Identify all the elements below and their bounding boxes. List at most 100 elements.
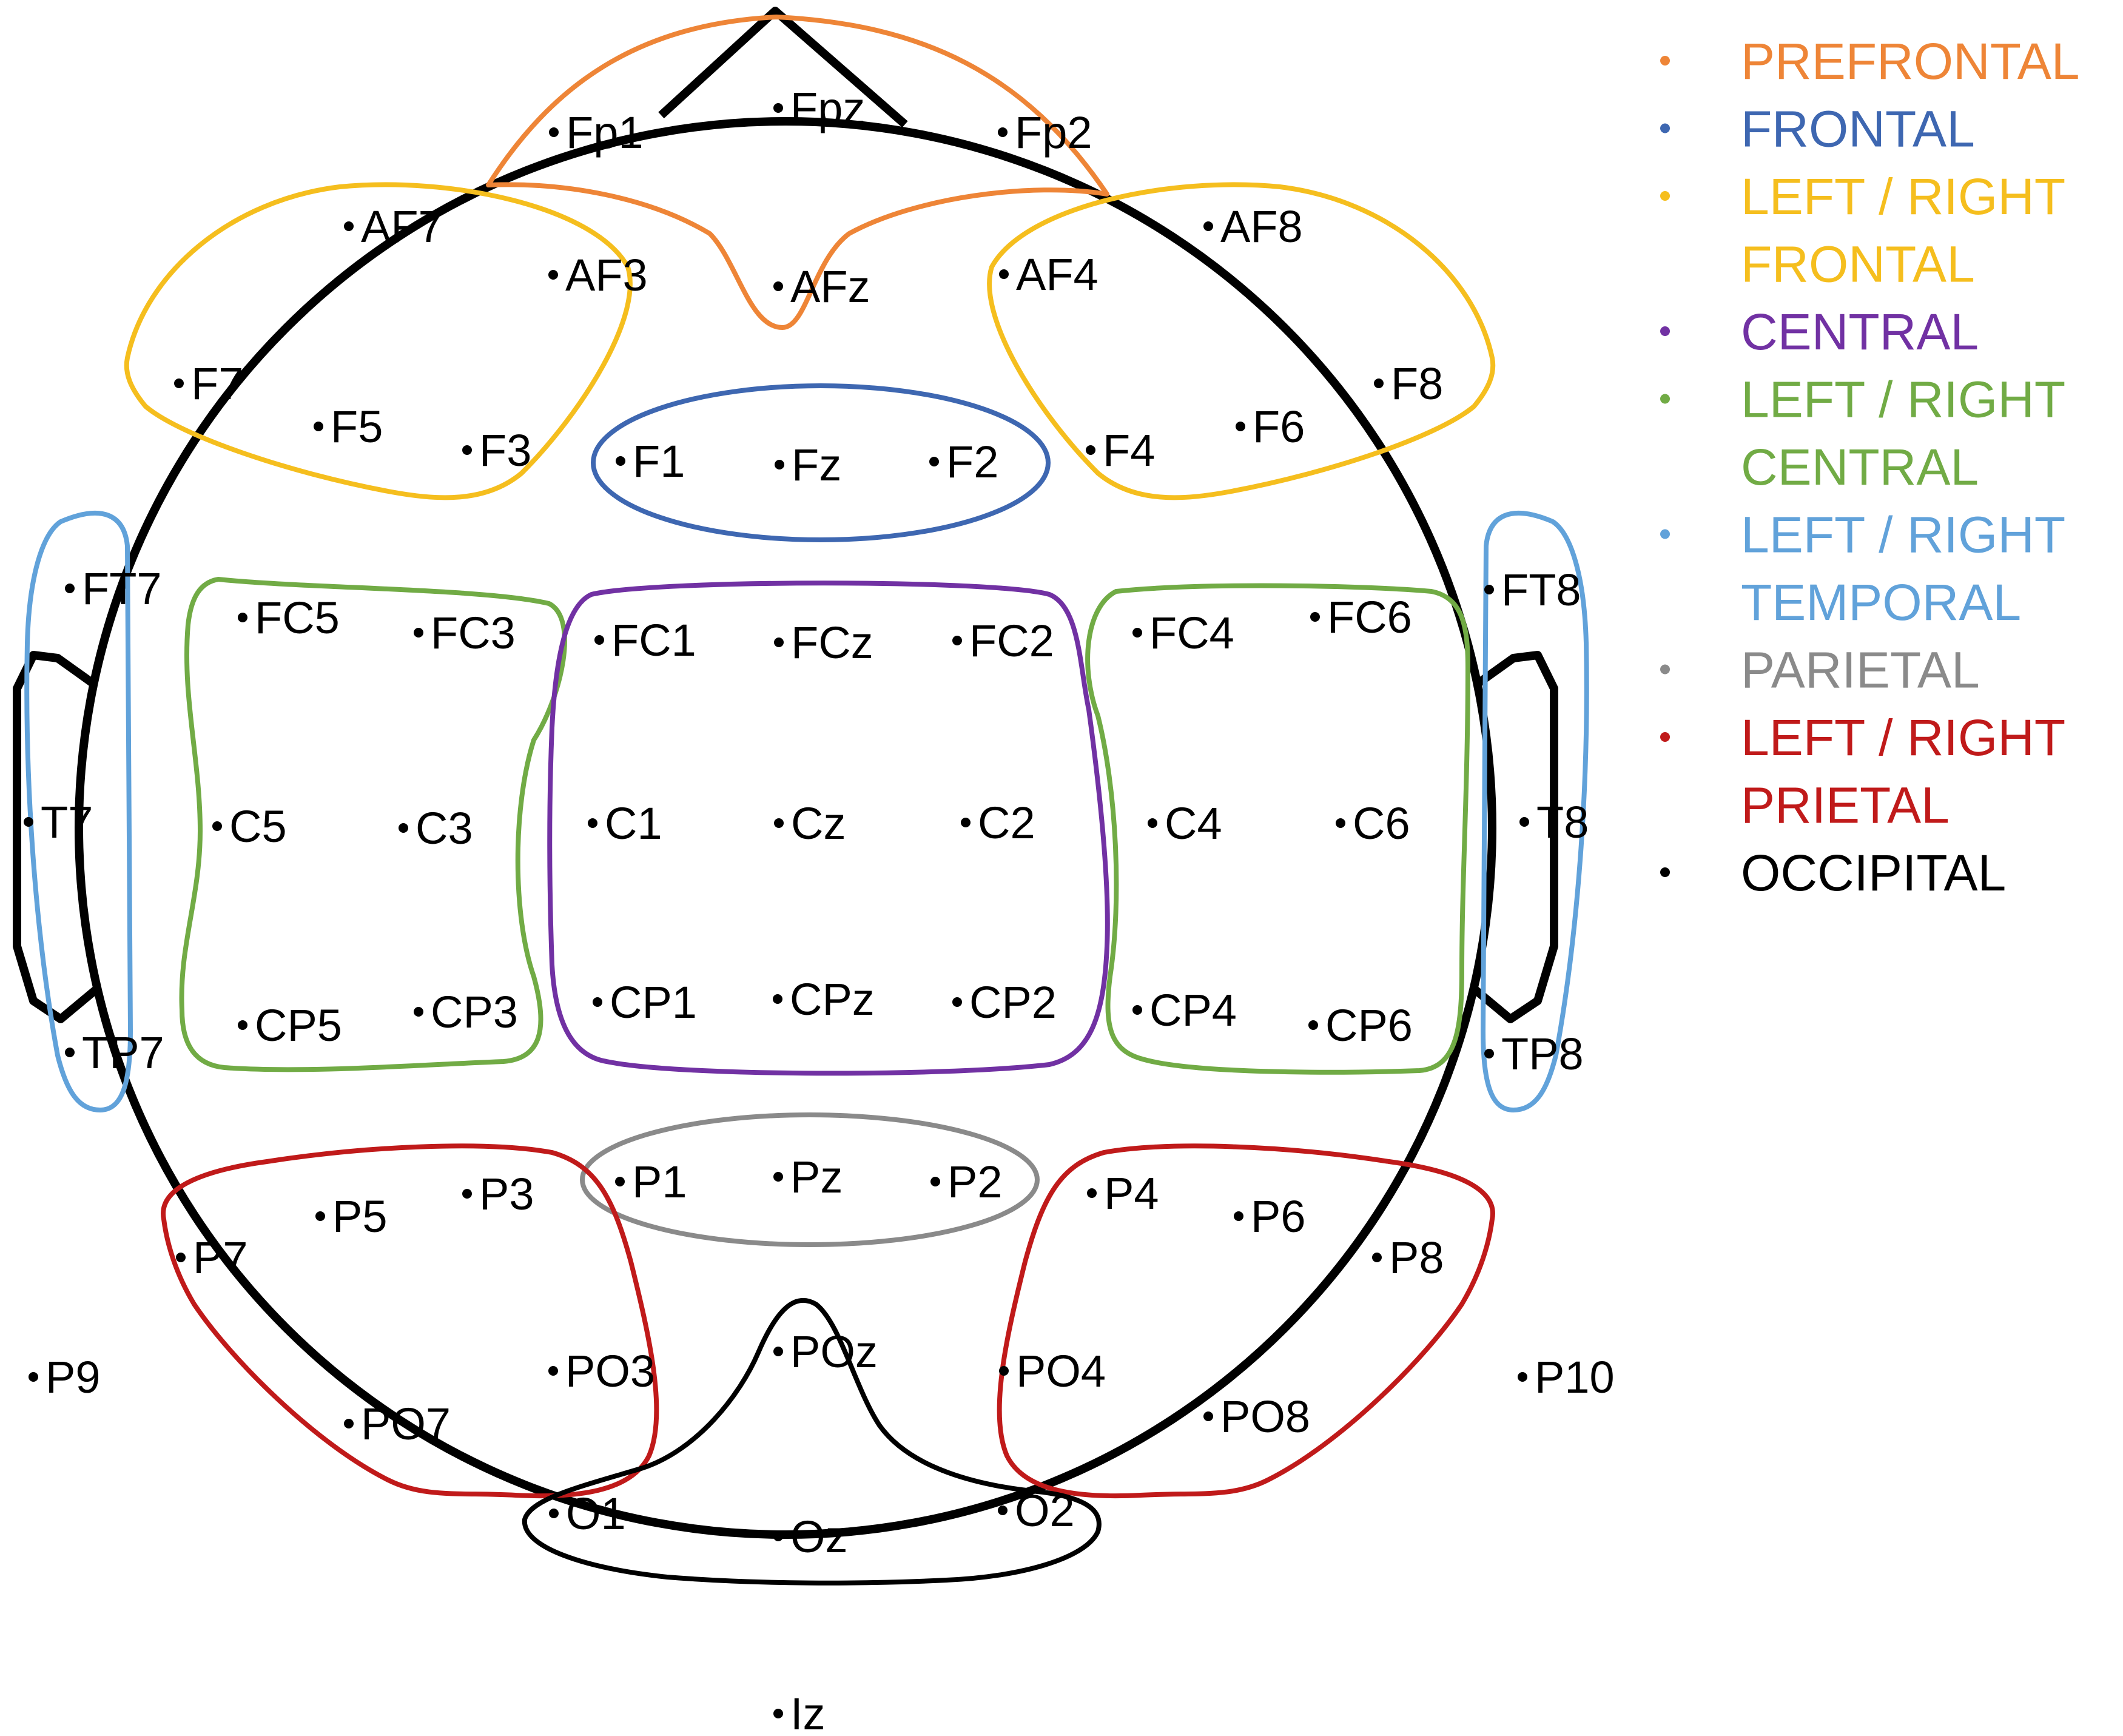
legend-label: FRONTAL [1741,101,1975,158]
electrode-dot [588,818,597,828]
electrode-dot [212,821,222,831]
region-central [547,580,1110,1076]
electrode-fc1: FC1 [594,615,696,665]
electrode-label: F7 [191,358,243,409]
electrode-c5: C5 [212,801,287,852]
electrode-po4: PO4 [999,1346,1106,1396]
electrode-dot [548,270,558,280]
electrode-fc6: FC6 [1310,592,1412,642]
electrode-dot [462,1189,472,1199]
electrode-c1: C1 [588,798,662,849]
region-right-parietal [997,1143,1495,1499]
electrode-label: PO8 [1220,1391,1310,1442]
legend-label: CENTRAL [1741,439,1979,496]
electrode-label: F3 [479,425,531,476]
electrode-dot [1308,1020,1318,1030]
legend-item-lr-central: LEFT / RIGHT CENTRAL [1660,371,2065,496]
electrode-o1: O1 [549,1489,626,1539]
electrode-dot [1518,1372,1527,1382]
electrode-label: T7 [41,797,93,847]
electrode-label: F5 [331,402,383,452]
electrode-af3: AF3 [548,250,648,300]
electrode-p2: P2 [930,1157,1003,1207]
electrode-dot [1519,817,1529,827]
region-outlines [24,15,1589,1586]
electrode-af7: AF7 [344,201,443,252]
region-right-frontal [987,182,1496,500]
electrode-dot [999,269,1009,279]
electrode-label: P6 [1251,1191,1306,1242]
electrode-f8: F8 [1374,358,1443,409]
electrode-t8: T8 [1519,797,1589,847]
electrode-dot [1234,1211,1243,1221]
electrode-label: FT8 [1501,565,1581,615]
electrode-af4: AF4 [999,249,1099,300]
electrode-dot [549,1509,559,1518]
electrode-dot [998,1506,1008,1515]
electrode-label: POz [790,1327,878,1377]
electrode-dot [1203,221,1213,231]
electrode-label: PO7 [361,1399,451,1449]
electrode-label: CP3 [431,987,518,1037]
region-right-temporal [1481,510,1589,1112]
electrode-c3: C3 [399,803,473,853]
electrode-label: CP6 [1325,1000,1413,1051]
electrode-iz: Iz [773,1689,826,1736]
electrode-dot [773,1172,783,1182]
electrode-label: Oz [790,1512,848,1562]
electrode-oz: Oz [773,1512,848,1562]
electrode-af8: AF8 [1203,201,1303,252]
electrode-tp7: TP7 [65,1028,164,1078]
electrode-label: Fp1 [566,107,644,158]
electrode-label: F2 [946,437,998,487]
electrode-dot [930,1177,940,1186]
electrode-label: C1 [605,798,662,849]
legend-dot [1660,394,1670,404]
electrode-fc3: FC3 [414,608,516,658]
electrode-afz: AFz [773,261,870,312]
electrode-label: PO4 [1016,1346,1106,1396]
electrode-dot [1087,1188,1097,1198]
legend-label: LEFT / RIGHT [1741,371,2065,428]
legend-dot [1660,732,1670,742]
electrode-label: FCz [791,617,873,668]
electrode-dot [174,378,184,388]
electrode-label: CP1 [610,977,697,1028]
legend-dot [1660,123,1670,133]
electrode-cp4: CP4 [1132,985,1237,1035]
electrode-dot [773,1347,783,1356]
electrode-label: F6 [1253,402,1305,452]
electrode-dot [1132,1005,1142,1015]
region-left-parietal [161,1143,659,1499]
legend-label: PARIETAL [1741,642,1980,699]
electrode-t7: T7 [24,797,93,847]
electrode-dot [952,636,962,645]
electrode-dot [29,1372,38,1382]
legend-item-central: CENTRAL [1660,303,1979,360]
electrode-label: O1 [566,1489,626,1539]
electrode-label: C4 [1165,798,1222,849]
electrode-fz: Fz [775,440,841,490]
electrode-label: P5 [332,1191,388,1242]
electrode-label: F1 [633,436,685,486]
electrode-p10: P10 [1518,1352,1615,1402]
region-left-frontal [124,182,633,500]
electrode-label: P2 [947,1157,1003,1207]
electrode-label: CP4 [1149,985,1237,1035]
legend-label: LEFT / RIGHT [1741,168,2065,225]
electrode-dot [1148,818,1157,828]
electrode-dot [616,456,625,466]
region-left-central [179,577,567,1072]
electrode-p8: P8 [1372,1233,1444,1283]
electrode-dot [1310,612,1320,622]
electrode-fp2: Fp2 [998,107,1092,158]
electrode-label: F4 [1103,425,1155,476]
electrode-label: AFz [790,261,870,312]
electrode-label: FC5 [255,593,340,643]
legend-dot [1660,867,1670,877]
electrode-label: P8 [1389,1233,1444,1283]
